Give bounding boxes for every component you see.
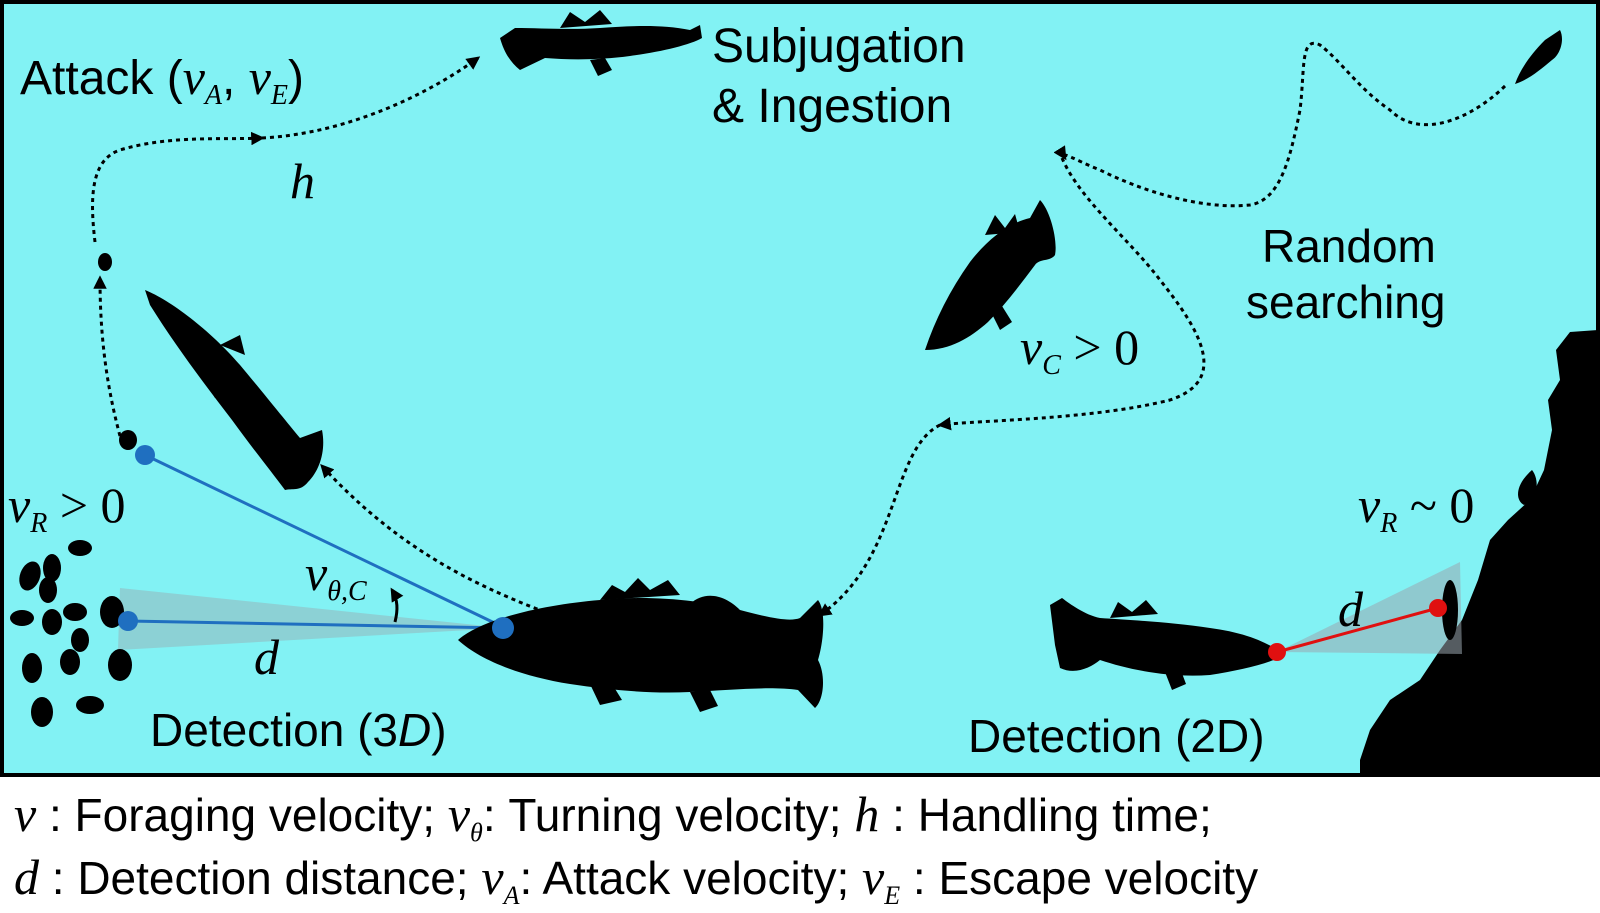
subjugation-line2: & Ingestion xyxy=(712,80,952,133)
handling-path xyxy=(91,131,265,243)
legend-line-1: v : Foraging velocity; vθ: Turning veloc… xyxy=(14,786,1212,848)
detection-distance-line-2d xyxy=(1276,606,1439,654)
benthic-prey xyxy=(1442,470,1537,640)
fish-silhouette-searching xyxy=(925,200,1056,350)
fish-silhouette-benthic xyxy=(1050,598,1285,690)
attack-path xyxy=(93,275,122,437)
fish-eye-main xyxy=(492,617,514,639)
detection-3d-label: Detection (3D) xyxy=(150,704,447,756)
searching-velocity-label: vC > 0 xyxy=(1020,319,1139,381)
prey-dot-2d xyxy=(1429,599,1447,617)
turning-velocity-label: vθ,C xyxy=(305,545,367,607)
attack-turn-path xyxy=(320,464,546,614)
fish-silhouette-small xyxy=(1515,30,1563,84)
random-searching-line1: Random xyxy=(1262,220,1436,272)
detection-distance-2d-label: d xyxy=(1338,581,1364,637)
legend-line-2: d : Detection distance; vA: Attack veloc… xyxy=(14,849,1259,911)
prey-dot-3d-target xyxy=(118,611,138,631)
detection-distance-3d-label: d xyxy=(254,629,280,685)
search-to-fish-path xyxy=(937,157,1206,431)
detection-cone-3d xyxy=(118,588,505,650)
attack-label: Attack (vA, vE) xyxy=(20,49,304,111)
prey-velocity-right-label: vR ~ 0 xyxy=(1358,477,1474,539)
fish-silhouette-subjugation xyxy=(500,10,702,76)
approach-path xyxy=(817,423,941,617)
subjugation-line1: Subjugation xyxy=(712,20,966,73)
fish-silhouette-turning xyxy=(145,290,324,490)
trajectory-paths xyxy=(91,41,1507,617)
zooplankton-swarm xyxy=(10,253,137,727)
random-search-path xyxy=(1053,41,1507,208)
handling-label: h xyxy=(290,153,315,209)
detection-cone-2d xyxy=(1277,562,1462,654)
prey-velocity-left-label: vR > 0 xyxy=(8,477,126,539)
turning-distance-line xyxy=(144,453,506,630)
rock-wall xyxy=(1360,330,1598,775)
random-searching-line2: searching xyxy=(1246,276,1445,328)
fish-silhouette-main xyxy=(458,578,824,712)
fish-eye-benthic xyxy=(1268,643,1286,661)
detection-distance-line-3d xyxy=(127,619,506,630)
prey-dot-3d-turn xyxy=(135,445,155,465)
turning-angle-arc xyxy=(390,587,404,623)
detection-2d-label: Detection (2D) xyxy=(968,710,1265,762)
